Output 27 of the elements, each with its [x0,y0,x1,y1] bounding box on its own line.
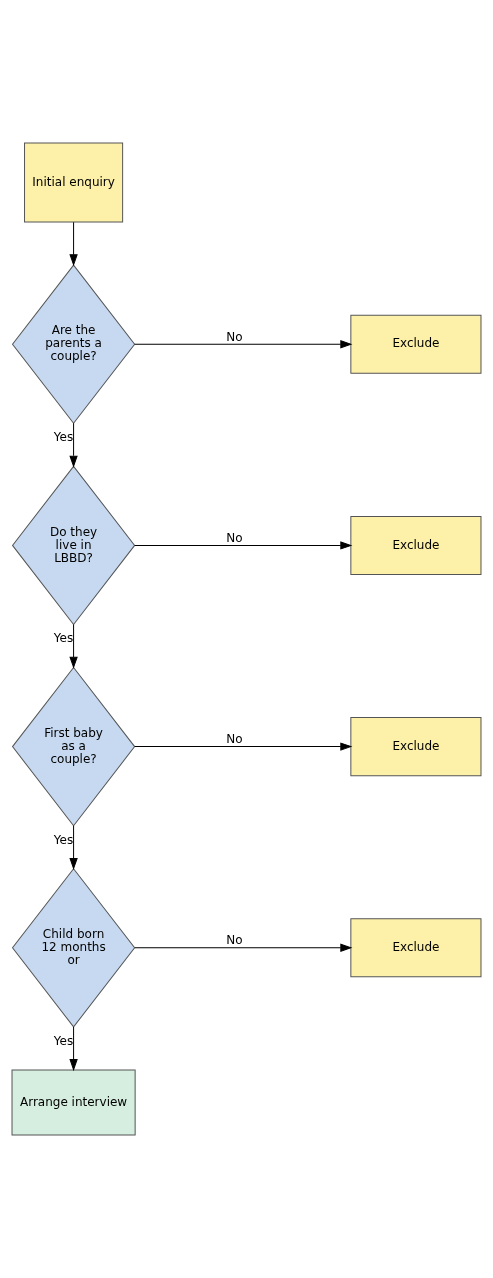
arrow [69,825,78,870]
arrow [69,1026,78,1071]
arrow [134,340,352,349]
edge-label: No [226,732,243,747]
edge-label: Yes [53,832,74,847]
node-box: Exclude [350,314,482,374]
node-diamond: First baby as a couple? [12,667,136,827]
node-box: Exclude [350,515,482,575]
edge-label: Yes [53,631,74,646]
edge-label: No [226,531,243,545]
node-box: Initial enquiry [24,142,124,223]
arrow [134,541,352,550]
arrow [69,221,78,266]
arrow [134,943,352,952]
arrow [134,742,352,751]
edge-label: No [226,329,243,344]
edge-label: No [226,933,243,948]
edge-label: Yes [53,1033,74,1048]
node-diamond: Are the parents a couple? [12,264,136,424]
node-diamond: Do they live in LBBD? [12,465,136,625]
node-diamond: Child born 12 months or [12,868,136,1028]
node-box: Arrange interview [11,1069,136,1136]
arrow [69,422,78,467]
arrow [69,624,78,668]
edge-label: Yes [53,430,74,445]
node-box: Exclude [350,918,482,978]
node-box: Exclude [350,717,482,777]
